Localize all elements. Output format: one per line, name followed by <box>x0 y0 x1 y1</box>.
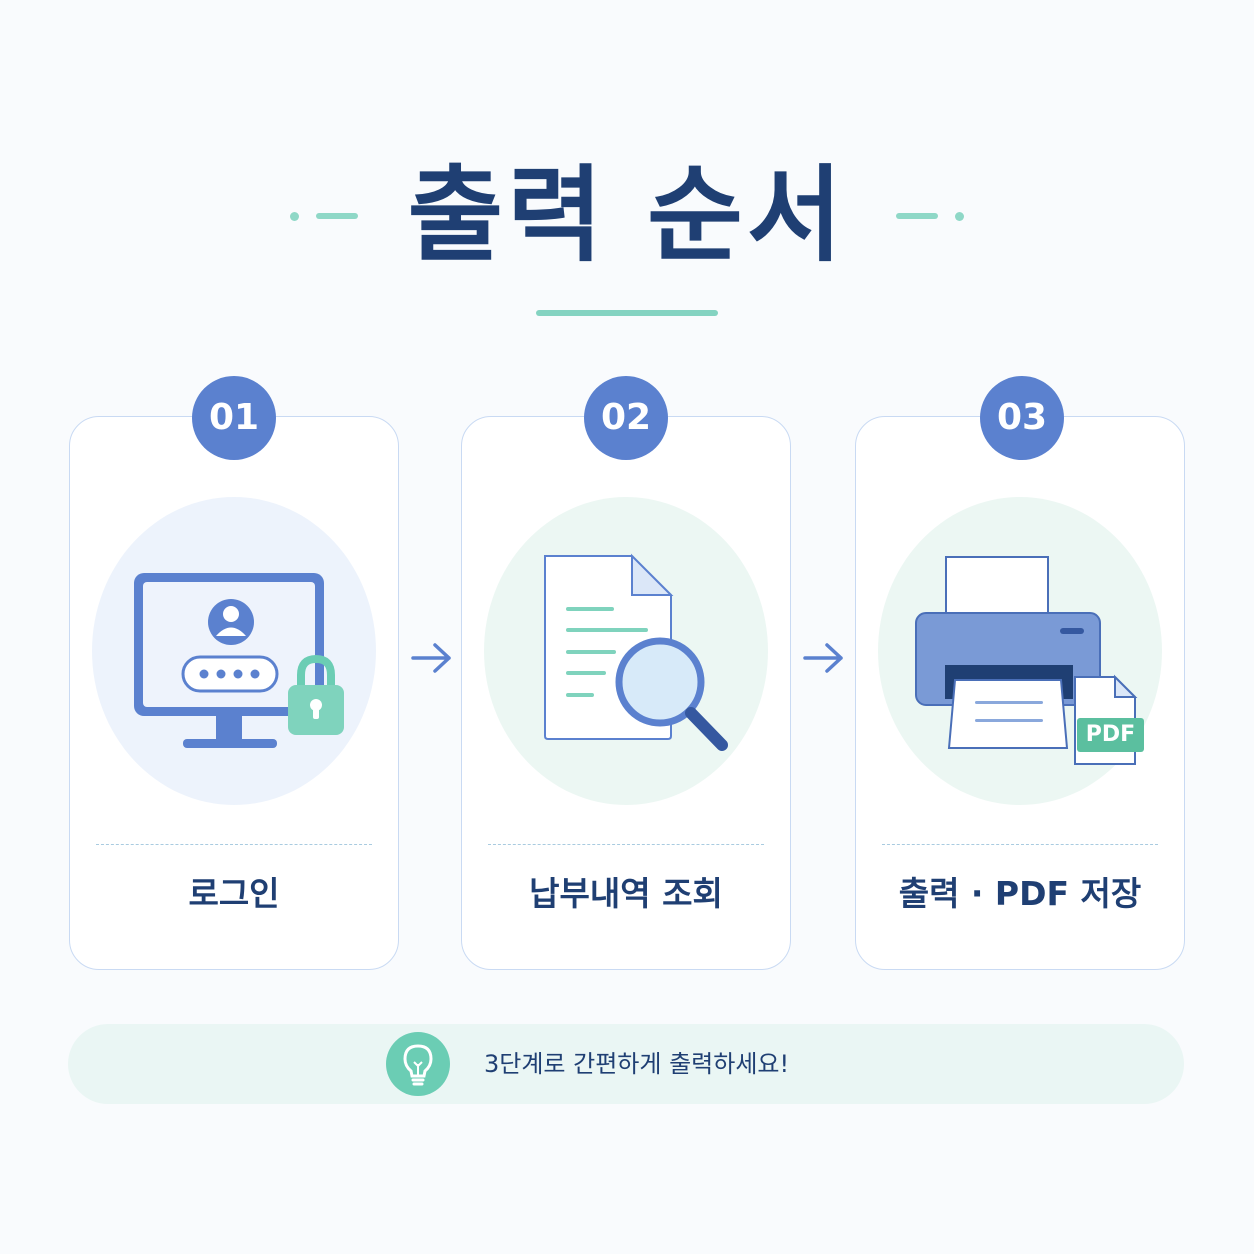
arrow-right-icon <box>803 643 843 673</box>
step-3-label: 출력 · PDF 저장 <box>898 874 1142 913</box>
step-1-card: 로그인 <box>69 416 399 970</box>
step-3-badge: 03 <box>980 376 1064 460</box>
step-2-badge: 02 <box>584 376 668 460</box>
title-deco-right-dash <box>896 213 938 219</box>
computer-login-lock-icon <box>134 573 344 748</box>
step-3-card: PDF 출력 · PDF 저장 <box>855 416 1185 970</box>
tip-icon-bg <box>386 1032 450 1096</box>
step-2-label: 납부내역 조회 <box>529 874 723 913</box>
title-deco-left-dot <box>290 212 299 221</box>
step-2-divider <box>488 844 764 845</box>
lightbulb-icon <box>403 1044 433 1086</box>
document-search-icon <box>544 553 728 751</box>
step-1-label: 로그인 <box>188 874 280 913</box>
title-underline <box>536 310 718 316</box>
step-2-card: 납부내역 조회 <box>461 416 791 970</box>
step-1-badge: 01 <box>192 376 276 460</box>
tip-banner: 3단계로 간편하게 출력하세요! <box>68 1024 1184 1104</box>
title-deco-right-dot <box>955 212 964 221</box>
step-1-divider <box>96 844 372 845</box>
printer-pdf-icon <box>915 556 1144 765</box>
pdf-tag: PDF <box>1085 722 1136 747</box>
page-title: 출력 순서 <box>407 154 847 276</box>
title-deco-left-dash <box>316 213 358 219</box>
arrow-right-icon <box>411 643 451 673</box>
title-area: 출력 순서 <box>0 150 1254 280</box>
step-3-divider <box>882 844 1158 845</box>
tip-text: 3단계로 간편하게 출력하세요! <box>484 1050 790 1078</box>
